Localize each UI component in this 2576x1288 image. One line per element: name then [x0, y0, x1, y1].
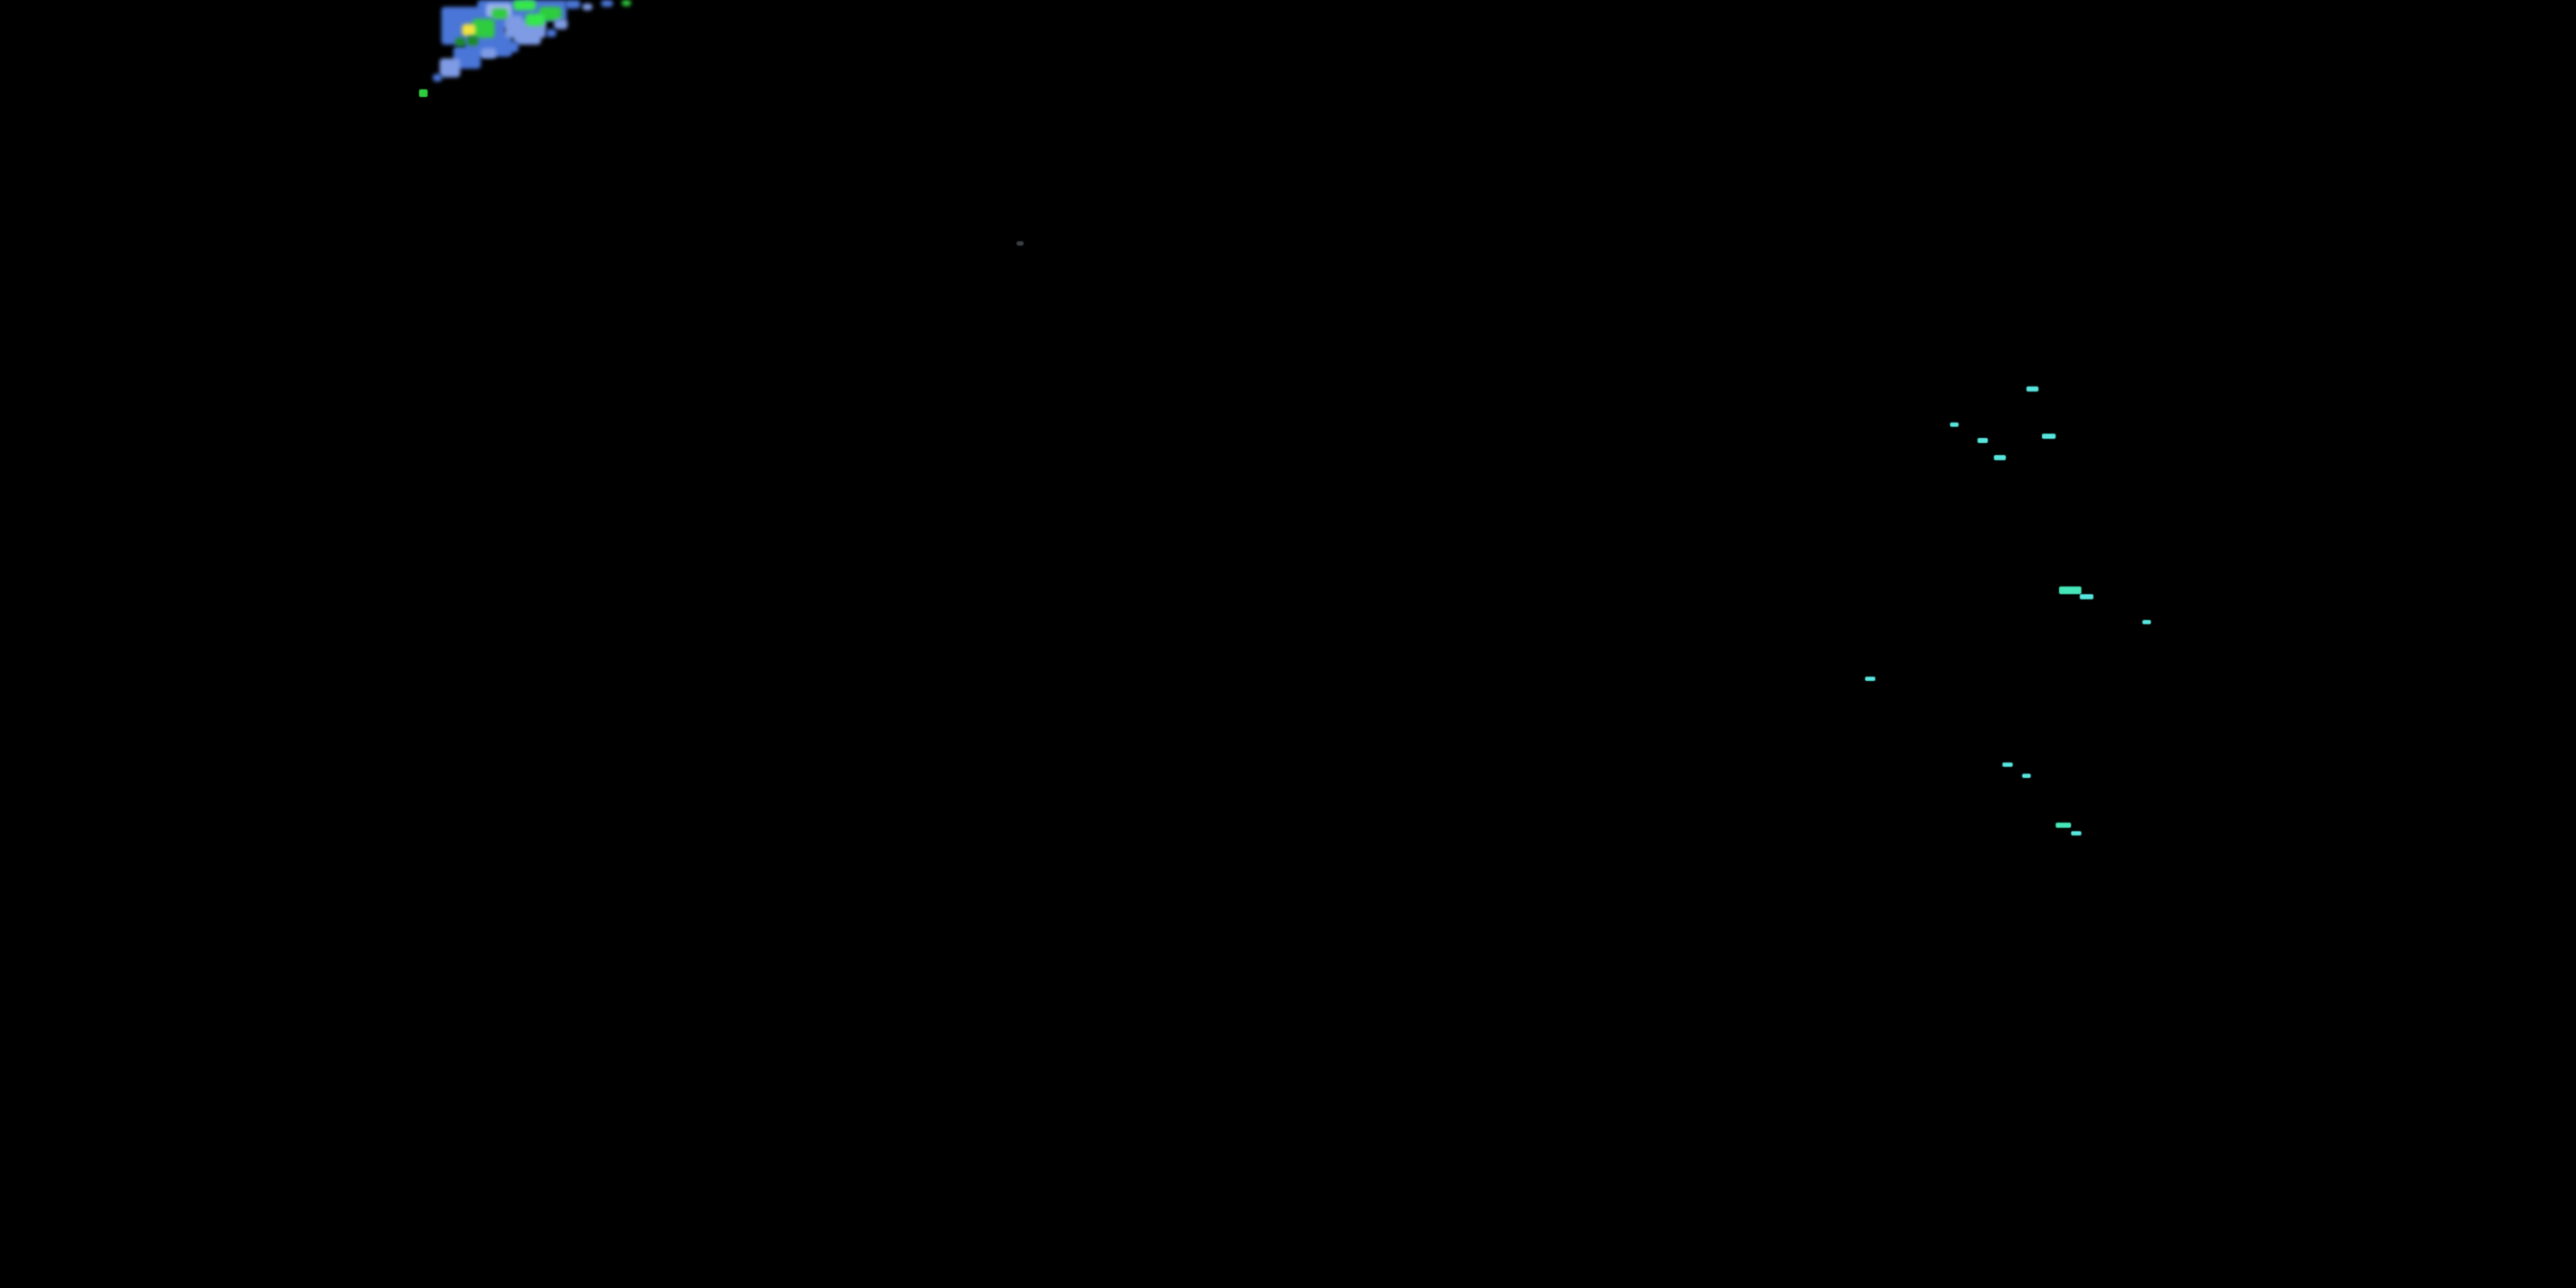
radar-storm-cell: [582, 3, 592, 10]
radar-echo-speck: [2042, 434, 2056, 439]
radar-storm-cell: [539, 7, 562, 21]
radar-storm-cell: [492, 9, 507, 19]
radar-echo-speck: [419, 89, 428, 97]
radar-echo-speck: [2071, 831, 2081, 835]
radar-echo-speck: [1978, 438, 1988, 443]
radar-echo-speck: [2080, 594, 2093, 599]
radar-storm-cell: [440, 58, 460, 77]
radar-echo-speck: [2022, 774, 2031, 778]
radar-storm-cell: [467, 36, 478, 46]
radar-echo-speck: [2056, 823, 2071, 828]
radar-storm-cell: [554, 19, 568, 29]
radar-storm-cell: [455, 38, 465, 46]
radar-echo-speck: [1994, 455, 2006, 460]
radar-echo-speck: [1017, 241, 1024, 246]
radar-storm-cell: [513, 0, 536, 10]
radar-echo-speck: [2026, 386, 2038, 392]
radar-storm-cell: [500, 41, 519, 52]
radar-echo-speck: [2059, 586, 2081, 594]
radar-storm-cell: [565, 0, 580, 9]
radar-storm-cell: [433, 74, 442, 82]
radar-echo-speck: [1950, 422, 1959, 427]
radar-storm-cell: [622, 0, 631, 6]
radar-echo-speck: [2002, 762, 2013, 767]
radar-echo-speck: [2142, 620, 2151, 624]
radar-storm-cell: [601, 0, 613, 7]
radar-storm-cell: [546, 29, 556, 37]
radar-storm-cell: [462, 24, 476, 36]
radar-storm-cell: [526, 14, 544, 26]
radar-storm-cell: [472, 19, 495, 38]
radar-storm-cell: [481, 48, 496, 58]
radar-storm-cell: [513, 29, 541, 45]
radar-echo-speck: [1865, 677, 1875, 681]
